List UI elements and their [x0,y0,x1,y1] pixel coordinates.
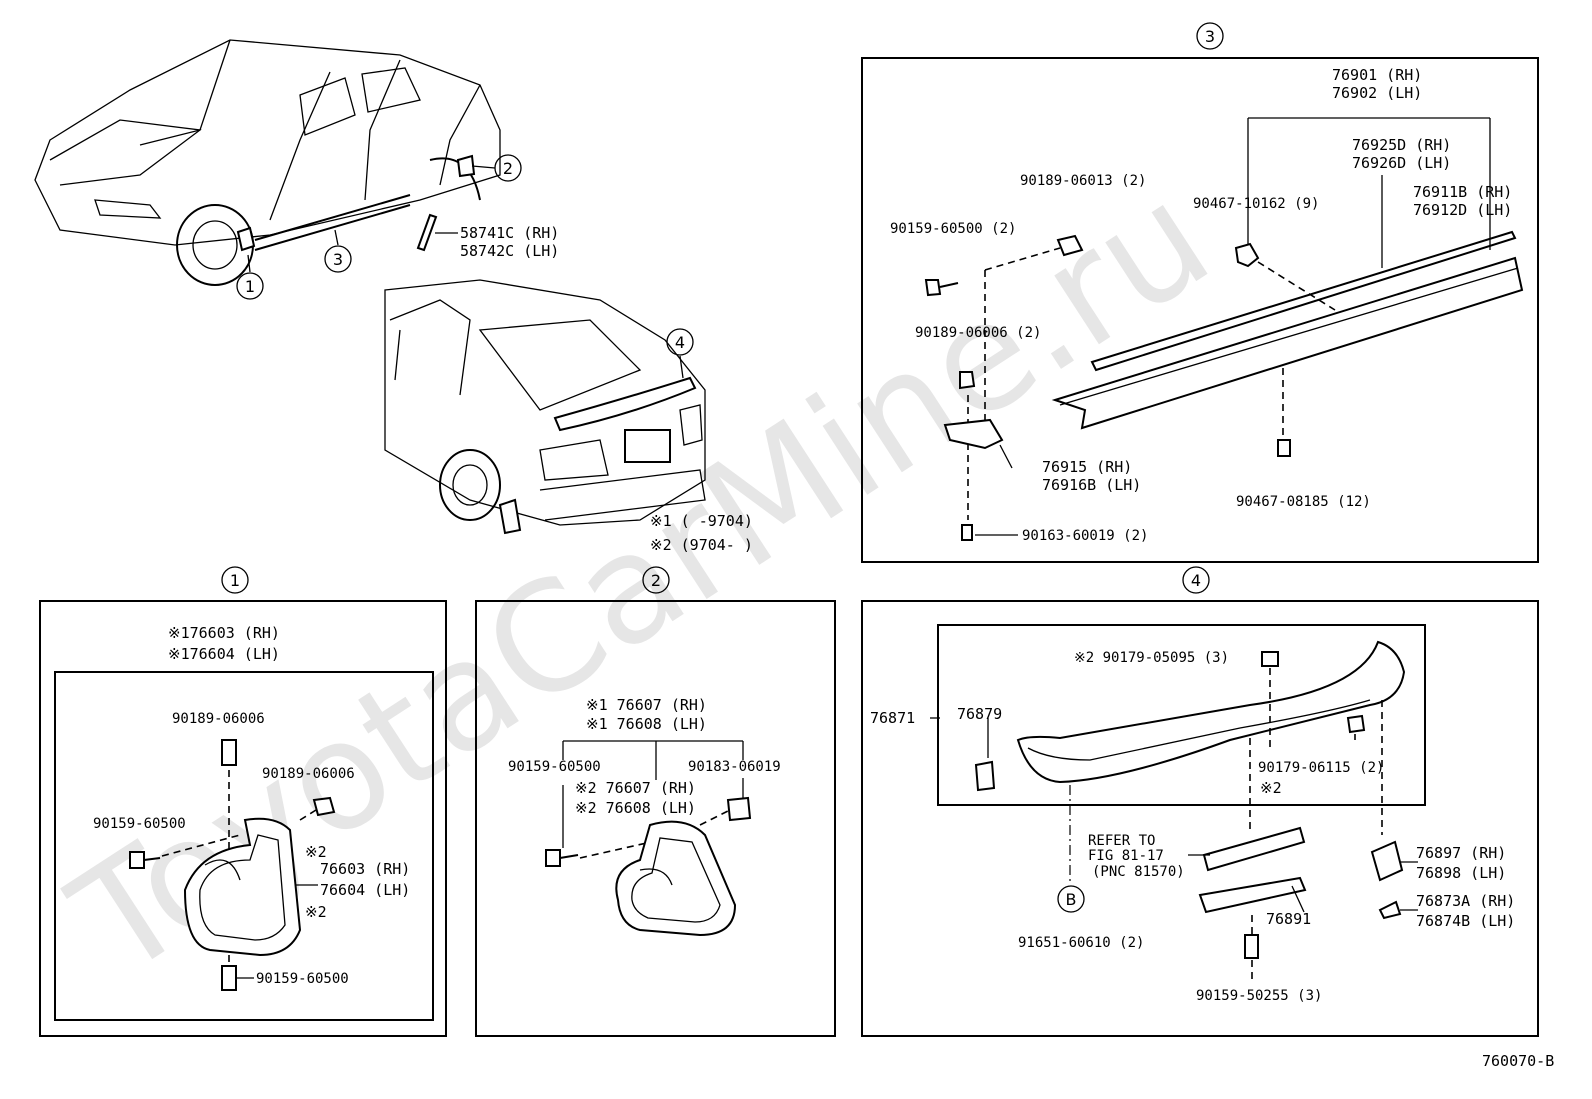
rear-spoiler [1016,640,1406,784]
svg-text:76871: 76871 [870,709,915,727]
svg-text:76879: 76879 [957,705,1002,723]
section-2-labels: 90159-60500 90183-06019 ※2 76607 (RH) ※2… [508,759,781,817]
production-notes: ※1 ( -9704) ※2 (9704- ) [650,512,753,554]
svg-text:90189-06013 (2): 90189-06013 (2) [1020,173,1146,189]
section-1-outer-frame [39,600,447,1037]
section-1-fasteners [129,739,336,991]
section-4-labels: 76871 76879 ※2 90179-05095 (3) 90179-061… [870,650,1515,1004]
svg-text:※2 76607 (RH): ※2 76607 (RH) [575,779,696,797]
svg-text:76603 (RH): 76603 (RH) [320,860,410,878]
svg-text:76874B (LH): 76874B (LH) [1416,912,1515,930]
overview-callout-2: 2 [471,154,522,182]
svg-text:76911B (RH): 76911B (RH) [1413,183,1512,201]
svg-text:76912D (LH): 76912D (LH) [1413,201,1512,219]
svg-text:REFER TO: REFER TO [1088,833,1155,849]
svg-text:90183-06019: 90183-06019 [688,759,781,775]
svg-text:76925D (RH): 76925D (RH) [1352,136,1451,154]
svg-text:90159-60500: 90159-60500 [508,759,601,775]
svg-text:※1 76608 (LH): ※1 76608 (LH) [586,715,707,733]
section-3-fasteners [924,234,1291,541]
svg-text:90189-06006: 90189-06006 [262,766,355,782]
svg-text:76873A (RH): 76873A (RH) [1416,892,1515,910]
front-car-illustration [34,39,501,286]
section-4-leaders [930,668,1418,984]
svg-text:90159-50255 (3): 90159-50255 (3) [1196,988,1322,1004]
svg-text:76897 (RH): 76897 (RH) [1416,844,1506,862]
svg-text:90467-10162 (9): 90467-10162 (9) [1193,196,1319,212]
svg-text:90189-06006 (2): 90189-06006 (2) [915,325,1041,341]
svg-text:※2 90179-05095 (3): ※2 90179-05095 (3) [1074,650,1229,666]
section-3-frame [861,57,1539,563]
section-4-frame [861,600,1539,1037]
svg-text:2: 2 [651,571,661,590]
svg-text:76916B (LH): 76916B (LH) [1042,476,1141,494]
svg-text:※2 (9704- ): ※2 (9704- ) [650,536,753,554]
svg-text:※176604 (LH): ※176604 (LH) [168,645,280,663]
svg-text:4: 4 [675,333,685,352]
svg-text:90159-60500: 90159-60500 [93,816,186,832]
svg-text:90159-60500: 90159-60500 [256,971,349,987]
svg-text:90189-06006: 90189-06006 [172,711,265,727]
svg-text:※2 76608 (LH): ※2 76608 (LH) [575,799,696,817]
diagram-code: 760070-B [1482,1052,1554,1070]
mud-flap-rear [615,820,737,937]
svg-text:90179-06115 (2): 90179-06115 (2) [1258,760,1384,776]
svg-text:B: B [1066,890,1077,909]
svg-text:※2: ※2 [305,843,327,861]
svg-text:58741C (RH): 58741C (RH) [460,224,559,242]
section-2-header: ※1 76607 (RH) ※1 76608 (LH) [586,696,707,733]
section-4-inner-frame [937,624,1426,806]
svg-text:76915 (RH): 76915 (RH) [1042,458,1132,476]
section-3-callout: 3 [1196,22,1224,50]
section-2-callout: 2 [642,566,670,594]
section-1-callout: 1 [221,566,249,594]
part-58741C-label: 58741C (RH) 58742C (LH) [435,224,559,260]
svg-text:76926D (LH): 76926D (LH) [1352,154,1451,172]
section-4-callout: 4 [1182,566,1210,594]
section-1-inner-frame [54,671,434,1021]
svg-text:※2: ※2 [1260,779,1282,797]
section-2-leaders [562,740,744,859]
svg-text:1: 1 [245,277,255,296]
svg-text:76898 (LH): 76898 (LH) [1416,864,1506,882]
svg-text:90163-60019 (2): 90163-60019 (2) [1022,528,1148,544]
svg-text:3: 3 [1205,27,1215,46]
svg-text:1: 1 [230,571,240,590]
svg-text:58742C (LH): 58742C (LH) [460,242,559,260]
rear-car-illustration [384,279,706,535]
svg-text:※2: ※2 [305,903,327,921]
overview-callout-3: 3 [324,229,352,273]
svg-text:※1 ( -9704): ※1 ( -9704) [650,512,753,530]
svg-text:76901 (RH): 76901 (RH) [1332,66,1422,84]
section-3-leaders [967,117,1491,536]
svg-text:90467-08185 (12): 90467-08185 (12) [1236,494,1371,510]
svg-text:91651-60610 (2): 91651-60610 (2) [1018,935,1144,951]
svg-text:※176603 (RH): ※176603 (RH) [168,624,280,642]
svg-text:90159-60500 (2): 90159-60500 (2) [890,221,1016,237]
section-3-labels: 76901 (RH) 76902 (LH) 76925D (RH) 76926D… [890,66,1512,544]
svg-text:(PNC 81570): (PNC 81570) [1092,864,1185,880]
svg-text:FIG 81-17: FIG 81-17 [1088,848,1164,864]
overview-callout-4: 4 [666,328,694,379]
svg-text:76891: 76891 [1266,910,1311,928]
svg-text:76604 (LH): 76604 (LH) [320,881,410,899]
overview-callout-1: 1 [236,254,264,300]
rocker-panel [1051,230,1524,430]
section-4-fasteners [974,651,1404,959]
section-1-header: ※176603 (RH) ※176604 (LH) [168,624,280,663]
section-1-leaders [161,770,318,979]
stop-lamp [1198,826,1307,914]
svg-text:※1 76607 (RH): ※1 76607 (RH) [586,696,707,714]
svg-text:3: 3 [333,250,343,269]
marker-b: B [1057,885,1085,913]
svg-text:2: 2 [503,159,513,178]
svg-text:76902 (LH): 76902 (LH) [1332,84,1422,102]
section-2-frame [475,600,836,1037]
section-1-labels: 90189-06006 90189-06006 90159-60500 ※2 7… [93,711,410,987]
mud-flap-front [183,817,302,957]
svg-text:4: 4 [1191,571,1201,590]
section-2-fasteners [545,796,752,867]
